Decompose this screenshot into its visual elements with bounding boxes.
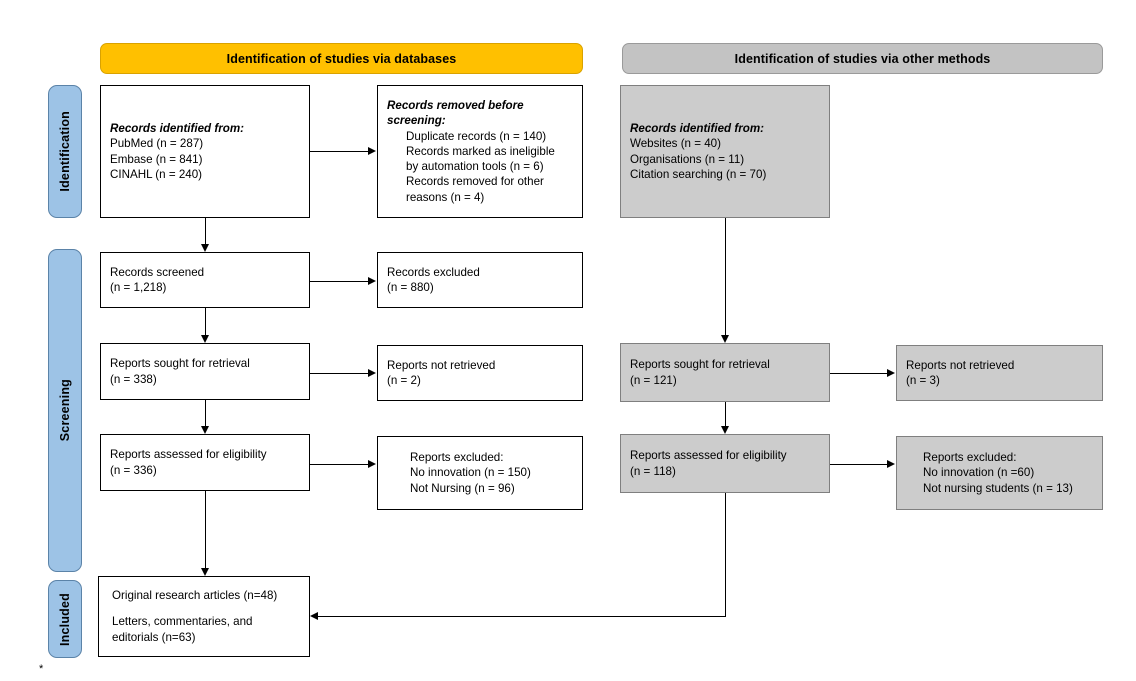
arrowhead-sought-to-assessed: [200, 426, 209, 434]
node-records-identified-databases: Records identified from: PubMed (n = 287…: [100, 85, 310, 218]
footnote-asterisk: *: [39, 663, 44, 675]
node-line: Reports sought for retrieval: [110, 357, 250, 371]
node-line: reasons (n = 4): [406, 190, 485, 204]
phase-tab-identification: Identification: [48, 85, 82, 218]
arrowhead-other-sought-to-not-retrieved: [887, 369, 895, 377]
node-line: Reports assessed for eligibility: [110, 448, 267, 462]
node-line: (n = 118): [630, 464, 676, 478]
phase-tab-screening-label: Screening: [58, 379, 72, 442]
node-line: Reports not retrieved: [387, 358, 496, 372]
node-line: (n = 3): [906, 374, 940, 387]
node-line: Organisations (n = 11): [630, 152, 745, 166]
node-line: Letters, commentaries, and: [112, 615, 253, 629]
node-line: Records excluded: [387, 265, 480, 279]
connector-assessed-to-included: [205, 491, 206, 568]
connector-identified-to-screened: [205, 218, 206, 244]
arrowhead-other-assessed-to-excluded: [887, 460, 895, 468]
spacer: [112, 603, 300, 614]
node-line: Records screened: [110, 265, 205, 279]
node-line: (n = 121): [630, 373, 677, 387]
connector-identified-to-removed: [310, 151, 368, 152]
phase-tab-included: Included: [48, 580, 82, 658]
connector-screened-to-sought: [205, 308, 206, 335]
node-line: Reports assessed for eligibility: [630, 449, 787, 463]
node-reports-excluded-other: Reports excluded: No innovation (n =60) …: [896, 436, 1103, 510]
node-title: Records identified from:: [110, 122, 244, 136]
connector-other-assessed-to-included-horizontal: [318, 616, 726, 617]
node-line: (n = 1,218): [110, 281, 167, 294]
node-line: Reports not retrieved: [906, 358, 1015, 372]
node-line: Records removed for other: [406, 175, 544, 189]
node-records-excluded: Records excluded (n = 880): [377, 252, 583, 308]
arrowhead-other-assessed-to-included: [310, 612, 318, 620]
arrowhead-sought-to-not-retrieved: [368, 369, 376, 377]
node-records-removed-before-screening: Records removed before screening: Duplic…: [377, 85, 583, 218]
node-line: (n = 2): [387, 374, 421, 387]
node-line: Websites (n = 40): [630, 137, 721, 151]
node-line: PubMed (n = 287): [110, 137, 204, 151]
stage-header-databases: Identification of studies via databases: [100, 43, 583, 74]
node-line: Duplicate records (n = 140): [406, 129, 547, 143]
node-records-screened: Records screened (n = 1,218): [100, 252, 310, 308]
connector-other-sought-to-assessed: [725, 402, 726, 426]
node-line: editorials (n=63): [112, 630, 196, 644]
node-line: CINAHL (n = 240): [110, 167, 203, 181]
node-line: Reports excluded:: [410, 451, 504, 465]
node-line: Embase (n = 841): [110, 152, 203, 166]
node-reports-not-retrieved-other: Reports not retrieved (n = 3): [896, 345, 1103, 401]
arrowhead-other-identified-to-sought: [720, 335, 729, 343]
stage-header-other-methods: Identification of studies via other meth…: [622, 43, 1103, 74]
node-title: Records removed before: [387, 99, 524, 113]
node-line: Reports excluded:: [923, 451, 1017, 465]
arrowhead-other-sought-to-assessed: [720, 426, 729, 434]
stage-header-databases-label: Identification of studies via databases: [226, 51, 457, 66]
node-line: Not nursing students (n = 13): [923, 481, 1073, 495]
connector-other-identified-to-sought: [725, 218, 726, 335]
connector-assessed-to-excluded: [310, 464, 368, 465]
node-reports-sought-databases: Reports sought for retrieval (n = 338): [100, 343, 310, 400]
arrowhead-assessed-to-included: [200, 568, 209, 576]
arrowhead-identified-to-removed: [368, 147, 376, 155]
arrowhead-screened-to-excluded: [368, 277, 376, 285]
connector-other-sought-to-not-retrieved: [830, 373, 887, 374]
connector-sought-to-assessed: [205, 400, 206, 426]
node-reports-not-retrieved-databases: Reports not retrieved (n = 2): [377, 345, 583, 401]
node-line: No innovation (n =60): [923, 466, 1035, 480]
node-line: Citation searching (n = 70): [630, 167, 767, 181]
connector-other-assessed-to-included-vertical: [725, 493, 726, 616]
phase-tab-identification-label: Identification: [58, 111, 72, 192]
node-line: by automation tools (n = 6): [406, 160, 544, 174]
node-title: Records identified from:: [630, 122, 764, 136]
node-reports-assessed-databases: Reports assessed for eligibility (n = 33…: [100, 434, 310, 491]
node-line: Original research articles (n=48): [112, 589, 278, 603]
phase-tab-screening: Screening: [48, 249, 82, 572]
arrowhead-screened-to-sought: [200, 335, 209, 343]
arrowhead-identified-to-screened: [200, 244, 209, 252]
node-records-identified-other: Records identified from: Websites (n = 4…: [620, 85, 830, 218]
node-line: Not Nursing (n = 96): [410, 481, 515, 495]
node-line: (n = 338): [110, 372, 157, 386]
phase-tab-included-label: Included: [58, 592, 72, 646]
node-line: Records marked as ineligible: [406, 144, 555, 158]
connector-other-assessed-to-excluded: [830, 464, 887, 465]
node-reports-sought-other: Reports sought for retrieval (n = 121): [620, 343, 830, 402]
node-reports-excluded-databases: Reports excluded: No innovation (n = 150…: [377, 436, 583, 510]
connector-screened-to-excluded: [310, 281, 368, 282]
node-line: No innovation (n = 150): [410, 466, 531, 480]
arrowhead-assessed-to-excluded: [368, 460, 376, 468]
node-included-studies: Original research articles (n=48) Letter…: [98, 576, 310, 657]
stage-header-other-methods-label: Identification of studies via other meth…: [734, 51, 991, 66]
node-line: (n = 880): [387, 281, 434, 294]
node-line: (n = 336): [110, 463, 157, 477]
node-reports-assessed-other: Reports assessed for eligibility (n = 11…: [620, 434, 830, 493]
connector-sought-to-not-retrieved: [310, 373, 368, 374]
node-line: Reports sought for retrieval: [630, 358, 770, 372]
node-title-cont: screening:: [387, 114, 446, 128]
